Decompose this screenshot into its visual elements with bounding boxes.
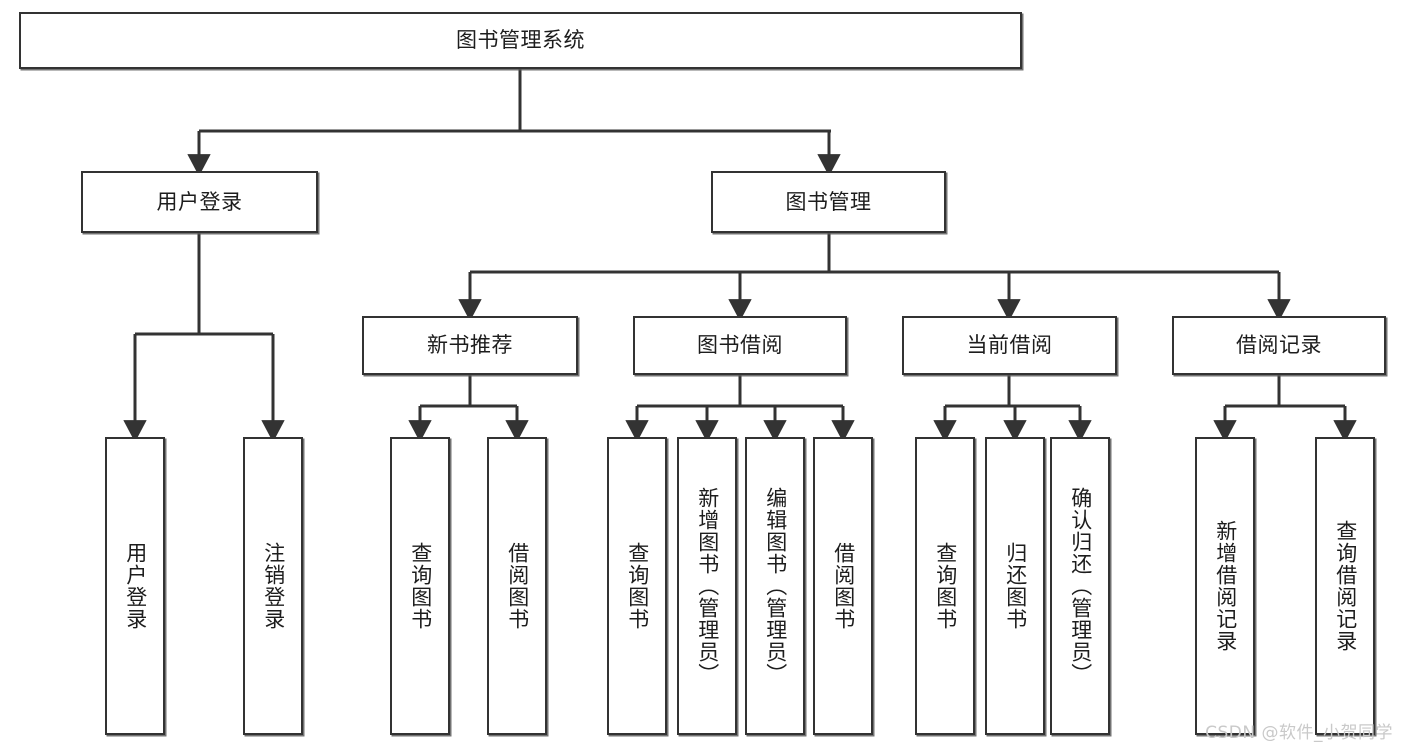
leaf-query-book-1-label: 查询图书 — [408, 542, 433, 630]
leaf-user-login-label: 用户登录 — [123, 542, 148, 630]
leaf-confirm-return[interactable]: 确认归还（管理员） — [1050, 437, 1110, 735]
node-user-login-label: 用户登录 — [156, 189, 243, 214]
leaf-query-book-3[interactable]: 查询图书 — [915, 437, 975, 735]
node-new-book-recommend[interactable]: 新书推荐 — [362, 316, 578, 375]
leaf-add-book[interactable]: 新增图书（管理员） — [677, 437, 737, 735]
leaf-add-borrow-record-label: 新增借阅记录 — [1213, 520, 1238, 652]
watermark: CSDN @软件_小贺同学 — [1205, 723, 1393, 743]
leaf-add-book-label: 新增图书（管理员） — [695, 487, 720, 685]
node-book-borrow-label: 图书借阅 — [697, 333, 783, 358]
leaf-return-book-label: 归还图书 — [1003, 542, 1028, 630]
leaf-borrow-book-1[interactable]: 借阅图书 — [487, 437, 547, 735]
node-book-manage-label: 图书管理 — [785, 189, 872, 214]
leaf-query-borrow-record-label: 查询借阅记录 — [1333, 520, 1358, 652]
leaf-return-book[interactable]: 归还图书 — [985, 437, 1045, 735]
node-root[interactable]: 图书管理系统 — [19, 12, 1022, 69]
node-borrow-record-label: 借阅记录 — [1236, 333, 1322, 358]
leaf-borrow-book-2[interactable]: 借阅图书 — [813, 437, 873, 735]
node-user-login[interactable]: 用户登录 — [81, 171, 318, 233]
leaf-query-borrow-record[interactable]: 查询借阅记录 — [1315, 437, 1375, 735]
node-new-book-recommend-label: 新书推荐 — [427, 333, 513, 358]
leaf-borrow-book-1-label: 借阅图书 — [505, 542, 530, 630]
leaf-query-book-2-label: 查询图书 — [625, 542, 650, 630]
leaf-edit-book[interactable]: 编辑图书（管理员） — [745, 437, 805, 735]
leaf-borrow-book-2-label: 借阅图书 — [831, 542, 856, 630]
leaf-user-login[interactable]: 用户登录 — [105, 437, 165, 735]
leaf-query-book-2[interactable]: 查询图书 — [607, 437, 667, 735]
node-root-label: 图书管理系统 — [456, 28, 585, 53]
leaf-query-book-1[interactable]: 查询图书 — [390, 437, 450, 735]
leaf-logout-label: 注销登录 — [261, 542, 286, 630]
leaf-confirm-return-label: 确认归还（管理员） — [1068, 487, 1093, 685]
leaf-edit-book-label: 编辑图书（管理员） — [763, 487, 788, 685]
node-book-manage[interactable]: 图书管理 — [711, 171, 946, 233]
leaf-add-borrow-record[interactable]: 新增借阅记录 — [1195, 437, 1255, 735]
node-current-borrow-label: 当前借阅 — [966, 333, 1053, 358]
leaf-query-book-3-label: 查询图书 — [933, 542, 958, 630]
node-current-borrow[interactable]: 当前借阅 — [902, 316, 1117, 375]
node-book-borrow[interactable]: 图书借阅 — [633, 316, 847, 375]
node-borrow-record[interactable]: 借阅记录 — [1172, 316, 1386, 375]
leaf-logout[interactable]: 注销登录 — [243, 437, 303, 735]
